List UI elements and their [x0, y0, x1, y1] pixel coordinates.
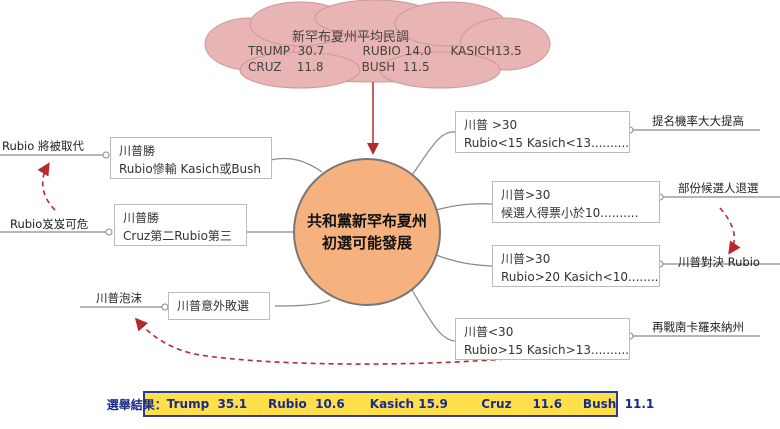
- scenario-line: Rubio>15 Kasich>13..........: [464, 343, 630, 357]
- poll-line-2: CRUZ 11.8 BUSH 11.5: [248, 60, 430, 74]
- outcome-right-2[interactable]: 部份候選人退選: [678, 181, 759, 195]
- scenario-line: 川普>30: [501, 252, 551, 266]
- scenario-line: 川普勝: [123, 211, 160, 225]
- scenario-line: 川普勝: [119, 144, 156, 158]
- scenario-line: Cruz第二Rubio第三: [123, 229, 232, 243]
- branch-right-2: [435, 203, 493, 211]
- scenario-line: Rubio<15 Kasich<13..........: [464, 136, 630, 150]
- poll-line-1: TRUMP 30.7 RUBIO 14.0 KASICH13.5: [248, 44, 522, 58]
- poll-cloud: [204, 0, 551, 89]
- election-result-bar: 選舉結果：Trump 35.1 Rubio 10.6 Kasich 15.9 C…: [107, 391, 654, 417]
- outcome-right-1[interactable]: 提名機率大大提高: [652, 114, 744, 128]
- scenario-line: 川普 >30: [464, 118, 518, 132]
- scenario-left-2[interactable]: 川普勝 Cruz第二Rubio第三: [114, 204, 247, 246]
- branch-right-4: [411, 289, 456, 342]
- arrow-right-down: [719, 207, 741, 255]
- result-label: 選舉結果：: [106, 397, 167, 412]
- center-topic[interactable]: 共和黨新罕布夏州 初選可能發展: [293, 158, 441, 306]
- scenario-line: 川普>30: [501, 188, 551, 202]
- branch-right-1: [411, 131, 456, 176]
- outcome-left-3[interactable]: 川普泡沫: [96, 291, 142, 305]
- scenario-right-4[interactable]: 川普<30 Rubio>15 Kasich>13..........: [455, 318, 630, 360]
- scenario-right-3[interactable]: 川普>30 Rubio>20 Kasich<10..........: [492, 245, 660, 287]
- outcome-left-2[interactable]: Rubio岌岌可危: [10, 217, 89, 231]
- scenario-line: Rubio慘輸 Kasich或Bush: [119, 162, 262, 176]
- scenario-line: 川普意外敗選: [177, 299, 250, 313]
- outcome-right-4[interactable]: 再戰南卡羅來納州: [652, 320, 744, 334]
- scenario-line: 候選人得票小於10..........: [501, 206, 639, 220]
- center-line-2: 初選可能發展: [321, 234, 412, 252]
- scenario-left-3[interactable]: 川普意外敗選: [168, 292, 270, 320]
- scenario-left-1[interactable]: 川普勝 Rubio慘輸 Kasich或Bush: [110, 137, 272, 179]
- scenario-right-2[interactable]: 川普>30 候選人得票小於10..........: [492, 181, 660, 223]
- branch-left-3: [274, 299, 331, 307]
- scenario-line: 川普<30: [464, 325, 514, 339]
- scenario-right-1[interactable]: 川普 >30 Rubio<15 Kasich<13..........: [455, 111, 630, 153]
- branch-left-1: [269, 157, 323, 173]
- poll-title: 新罕布夏州平均民調: [292, 30, 410, 45]
- branch-right-3: [435, 254, 493, 267]
- arrow-left-up: [37, 162, 56, 211]
- outcome-left-1[interactable]: Rubio 將被取代: [2, 139, 84, 153]
- outcome-right-3[interactable]: 川普對決 Rubio: [678, 255, 760, 269]
- result-text: Trump 35.1 Rubio 10.6 Kasich 15.9 Cruz 1…: [166, 397, 655, 411]
- scenario-line: Rubio>20 Kasich<10..........: [501, 270, 660, 284]
- center-line-1: 共和黨新罕布夏州: [306, 212, 427, 230]
